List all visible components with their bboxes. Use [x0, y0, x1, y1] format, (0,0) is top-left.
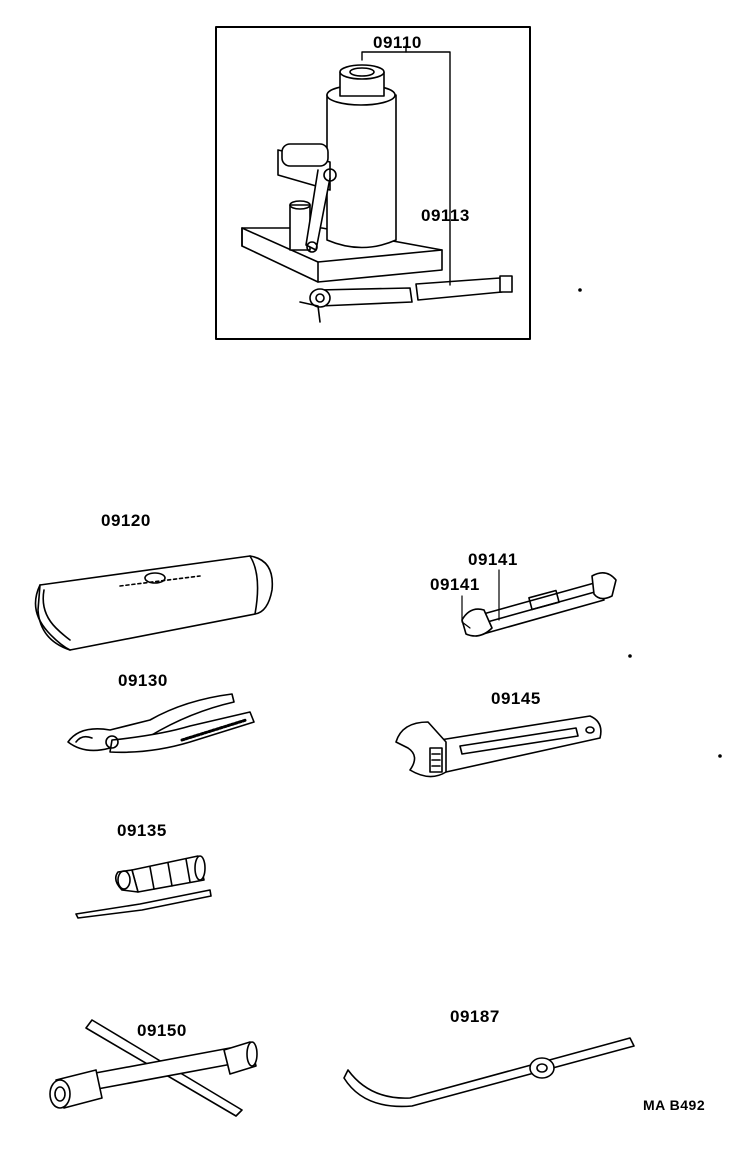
part-number-jack: 09110	[373, 33, 422, 52]
screwdriver-drawing	[75, 855, 212, 919]
drawing-code: MA B492	[643, 1097, 706, 1113]
lug-wrench-drawing	[49, 1019, 258, 1117]
part-number-spanner-upper: 09141	[468, 550, 518, 569]
part-number-lug-wrench: 09150	[137, 1021, 187, 1040]
part-number-screwdriver: 09135	[117, 821, 167, 840]
part-number-hook-wrench: 09187	[450, 1007, 500, 1026]
bottle-jack-drawing	[241, 64, 513, 323]
double-spanner-drawing	[461, 572, 617, 637]
tool-bag-drawing	[34, 555, 274, 651]
adjustable-wrench-drawing	[395, 715, 602, 778]
part-number-jack-handle: 09113	[421, 206, 470, 225]
jack-inset-frame	[215, 26, 531, 340]
part-number-tool-bag: 09120	[101, 511, 151, 530]
pliers-drawing	[67, 693, 255, 754]
part-number-adjustable-wrench: 09145	[491, 689, 541, 708]
part-number-spanner-lower: 09141	[430, 575, 480, 594]
part-number-pliers: 09130	[118, 671, 168, 690]
hook-wrench-drawing	[343, 1037, 635, 1108]
